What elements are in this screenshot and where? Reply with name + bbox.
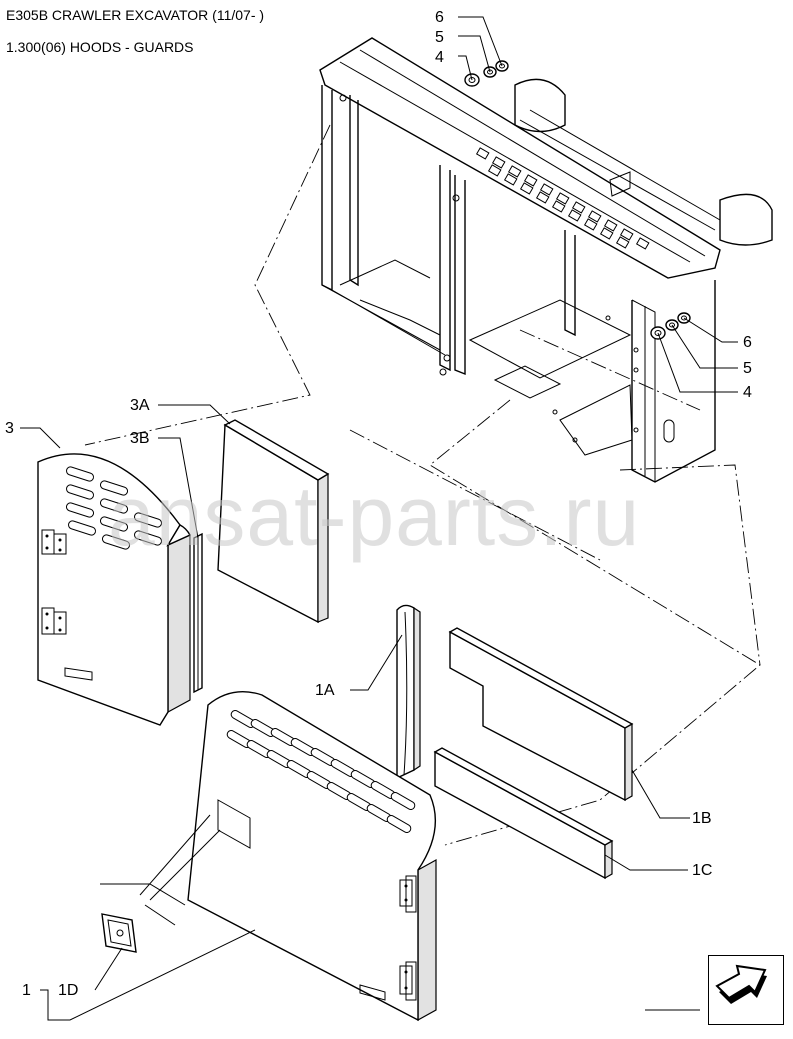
callout-3B: 3B xyxy=(130,430,150,447)
foam-pad-3A xyxy=(217,419,330,624)
hardware-stack-top xyxy=(464,60,509,87)
callout-right-6: 6 xyxy=(743,334,752,351)
callout-1D: 1D xyxy=(58,982,78,999)
callout-top-4: 4 xyxy=(435,49,444,66)
hood-panel-left xyxy=(37,453,191,726)
hinge-door-lower xyxy=(399,961,417,1001)
callout-1: 1 xyxy=(22,982,31,999)
seal-strip-3B xyxy=(193,532,203,694)
side-door-vents xyxy=(226,710,416,833)
side-door-panel xyxy=(187,691,437,1022)
callout-3: 3 xyxy=(5,420,14,437)
door-label-recess xyxy=(217,799,251,849)
callout-1C: 1C xyxy=(692,862,712,879)
callout-labels: 6 5 4 6 5 4 3 3A 3B 1A 1B 1C 1 1D xyxy=(5,9,752,999)
callout-top-6: 6 xyxy=(435,9,444,26)
hood-panel-left-vents xyxy=(65,466,163,550)
foam-strip-1C xyxy=(433,747,614,880)
decal-plate-1D xyxy=(101,913,137,953)
callout-right-5: 5 xyxy=(743,360,752,377)
foam-panel-1B xyxy=(448,627,634,802)
next-page-button[interactable] xyxy=(708,955,784,1025)
callout-right-4: 4 xyxy=(743,384,752,401)
hardware-stack-right xyxy=(650,312,691,340)
callout-3A: 3A xyxy=(130,397,150,414)
machine-frame xyxy=(319,37,773,483)
foam-column-1A xyxy=(396,604,421,780)
assembly-dash-lines xyxy=(84,124,761,846)
callout-1A: 1A xyxy=(315,682,335,699)
leader-lines xyxy=(20,16,738,1021)
next-page-arrow-icon xyxy=(715,964,767,1004)
frame-slot-row xyxy=(475,147,650,250)
watermark-text: ansat-parts.ru xyxy=(108,469,640,563)
hinge-left-lower xyxy=(41,607,67,635)
callout-top-5: 5 xyxy=(435,29,444,46)
diagram-subtitle: 1.300(06) HOODS - GUARDS xyxy=(6,39,194,55)
diagram-title: E305B CRAWLER EXCAVATOR (11/07- ) xyxy=(6,7,265,23)
callout-1B: 1B xyxy=(692,810,712,827)
hinge-left-upper xyxy=(41,529,67,555)
hinge-door-upper xyxy=(399,875,417,913)
